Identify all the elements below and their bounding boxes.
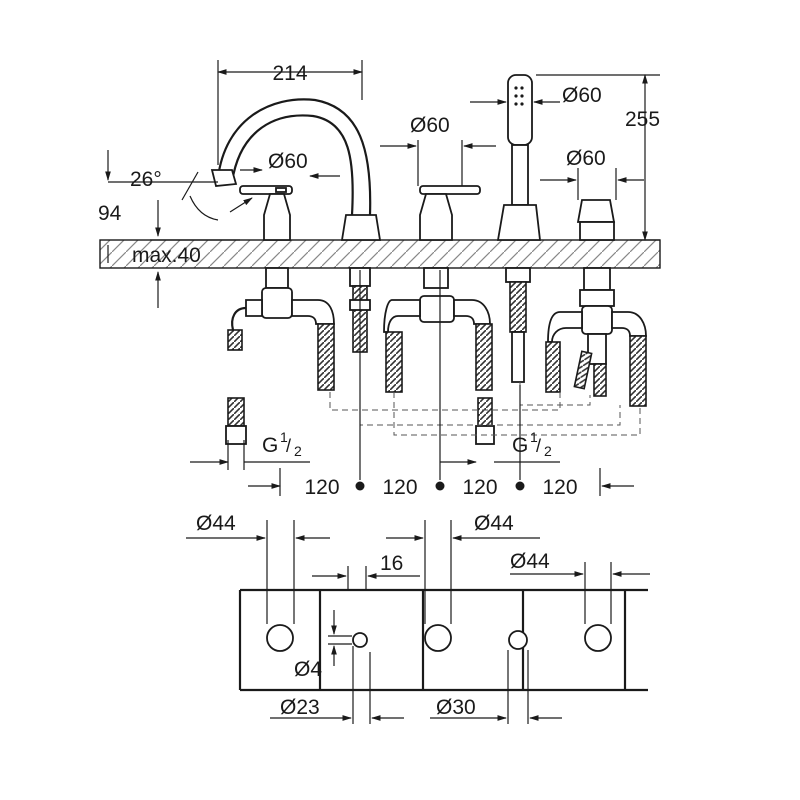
dimension-shower-diameter: Ø60 — [470, 84, 602, 107]
middle-valve — [383, 185, 495, 445]
dim-44-right-label: Ø44 — [510, 550, 550, 573]
thread-right-slash: / — [536, 436, 541, 456]
center-dot-2 — [435, 481, 445, 491]
dim-cutout-23: Ø23 — [270, 646, 404, 724]
dim-255-label: 255 — [625, 108, 660, 131]
hole-3 — [424, 624, 452, 652]
dim-cutout-16: 16 — [312, 552, 420, 590]
center-dot-3 — [515, 481, 525, 491]
dimension-94: 94 — [98, 150, 240, 241]
dim-cutout-44-mid: Ø44 — [386, 512, 540, 624]
hole-4 — [508, 630, 528, 650]
hole-5 — [584, 624, 612, 652]
thread-right-num: 1 — [530, 429, 538, 445]
dim-94-label: 94 — [98, 202, 122, 225]
dim-30-label: Ø30 — [436, 696, 476, 719]
spacing-3: 120 — [462, 476, 497, 499]
dim-shower-diameter-label: Ø60 — [562, 84, 602, 107]
dimension-max40: max.40 — [107, 244, 201, 308]
center-dot-1 — [355, 481, 365, 491]
dimension-255: 255 — [536, 74, 660, 241]
dim-44-left-label: Ø44 — [196, 512, 236, 535]
dimension-middle-diameter: Ø60 — [380, 114, 496, 186]
thread-left-den: 2 — [294, 443, 302, 459]
spacing-dimensions: 120 120 120 120 — [248, 270, 634, 499]
dim-44-mid-label: Ø44 — [474, 512, 514, 535]
dim-cutout-44-left: Ø44 — [186, 512, 330, 624]
thread-right-den: 2 — [544, 443, 552, 459]
dim-angle-label: 26° — [130, 168, 162, 191]
dimension-214: 214 — [217, 60, 363, 165]
dim-cutout-4: Ø4 — [294, 610, 352, 681]
dim-middle-diameter-label: Ø60 — [410, 114, 450, 137]
cutout-plate — [238, 588, 648, 692]
thread-right: G 1 / 2 — [440, 429, 560, 465]
dim-left-diameter-label: Ø60 — [268, 150, 308, 173]
dim-214-label: 214 — [272, 62, 307, 85]
hole-2 — [352, 632, 368, 648]
spacing-2: 120 — [382, 476, 417, 499]
dimension-left-diameter: Ø60 — [240, 150, 340, 179]
dim-right-diameter-label: Ø60 — [566, 147, 606, 170]
dim-cutout-30: Ø30 — [430, 650, 562, 724]
thread-left-slash: / — [286, 436, 291, 456]
dim-4-label: Ø4 — [294, 658, 322, 681]
left-valve — [225, 185, 335, 445]
cutout-holes — [266, 624, 612, 652]
deck-plate — [99, 239, 661, 269]
dimension-right-diameter: Ø60 — [540, 147, 644, 200]
thread-left: G 1 / 2 — [190, 429, 310, 470]
dim-cutout-44-right: Ø44 — [510, 550, 650, 624]
thread-left-g: G — [262, 434, 278, 457]
hole-1 — [266, 624, 294, 652]
right-diverter — [545, 199, 647, 407]
hand-shower — [496, 74, 542, 383]
dim-23-label: Ø23 — [280, 696, 320, 719]
dimension-angle: 26° — [108, 168, 253, 221]
dim-max40-label: max.40 — [132, 244, 201, 267]
spacing-1: 120 — [304, 476, 339, 499]
thread-left-num: 1 — [280, 429, 288, 445]
spacing-4: 120 — [542, 476, 577, 499]
dim-16-label: 16 — [380, 552, 403, 575]
